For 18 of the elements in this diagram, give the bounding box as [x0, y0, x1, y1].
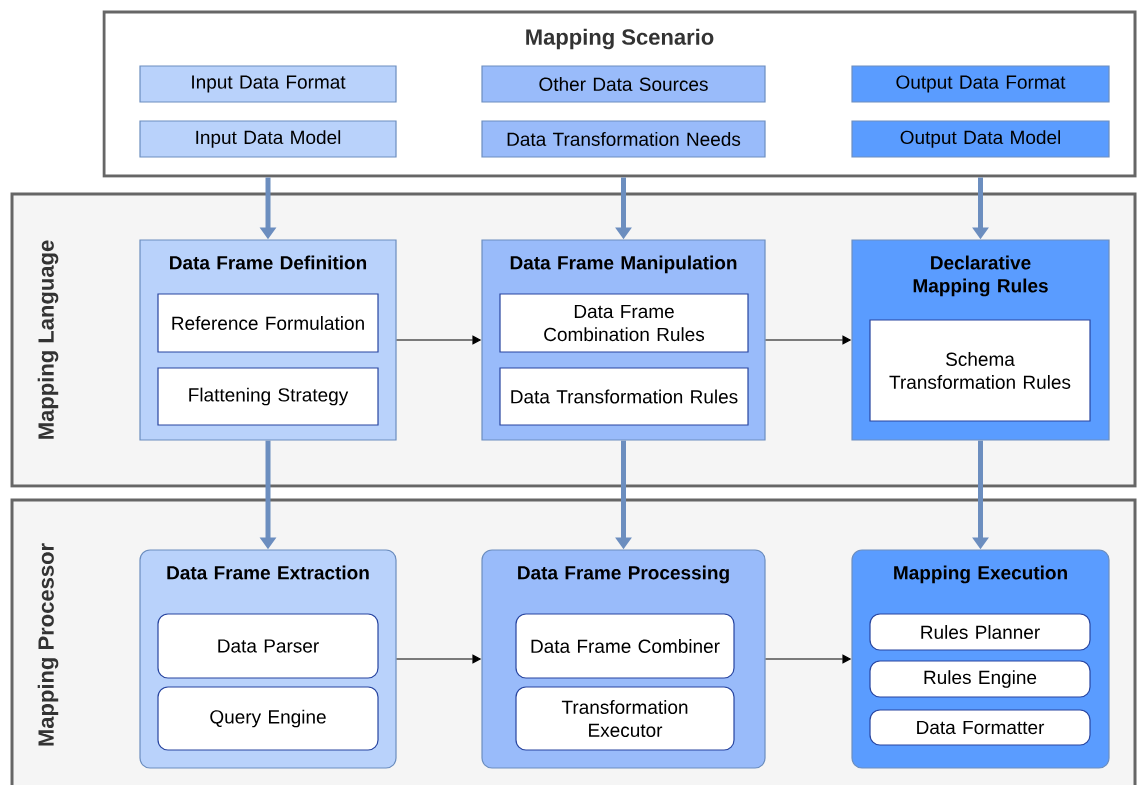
component-box: Reference Formulation — [157, 293, 379, 353]
input-box: Output Data Format — [851, 65, 1110, 103]
component-box: Rules Engine — [869, 660, 1091, 698]
component-box: Data Frame Combination Rules — [499, 293, 749, 353]
component-box: Flattening Strategy — [157, 367, 379, 426]
component-box: Query Engine — [157, 686, 379, 751]
component-box: Data Formatter — [869, 709, 1091, 746]
input-box: Data Transformation Needs — [481, 120, 766, 158]
component-box: Rules Planner — [869, 613, 1091, 651]
input-box: Output Data Model — [851, 120, 1110, 158]
component-box: Data Frame Combiner — [515, 613, 735, 679]
component-box: Data Transformation Rules — [499, 367, 749, 426]
component-box: Transformation Executor — [515, 686, 735, 751]
input-box: Input Data Model — [139, 120, 397, 158]
component-box: Schema Transformation Rules — [869, 319, 1091, 422]
input-box: Other Data Sources — [481, 65, 766, 103]
component-box: Data Parser — [157, 613, 379, 679]
input-box: Input Data Format — [139, 65, 397, 103]
